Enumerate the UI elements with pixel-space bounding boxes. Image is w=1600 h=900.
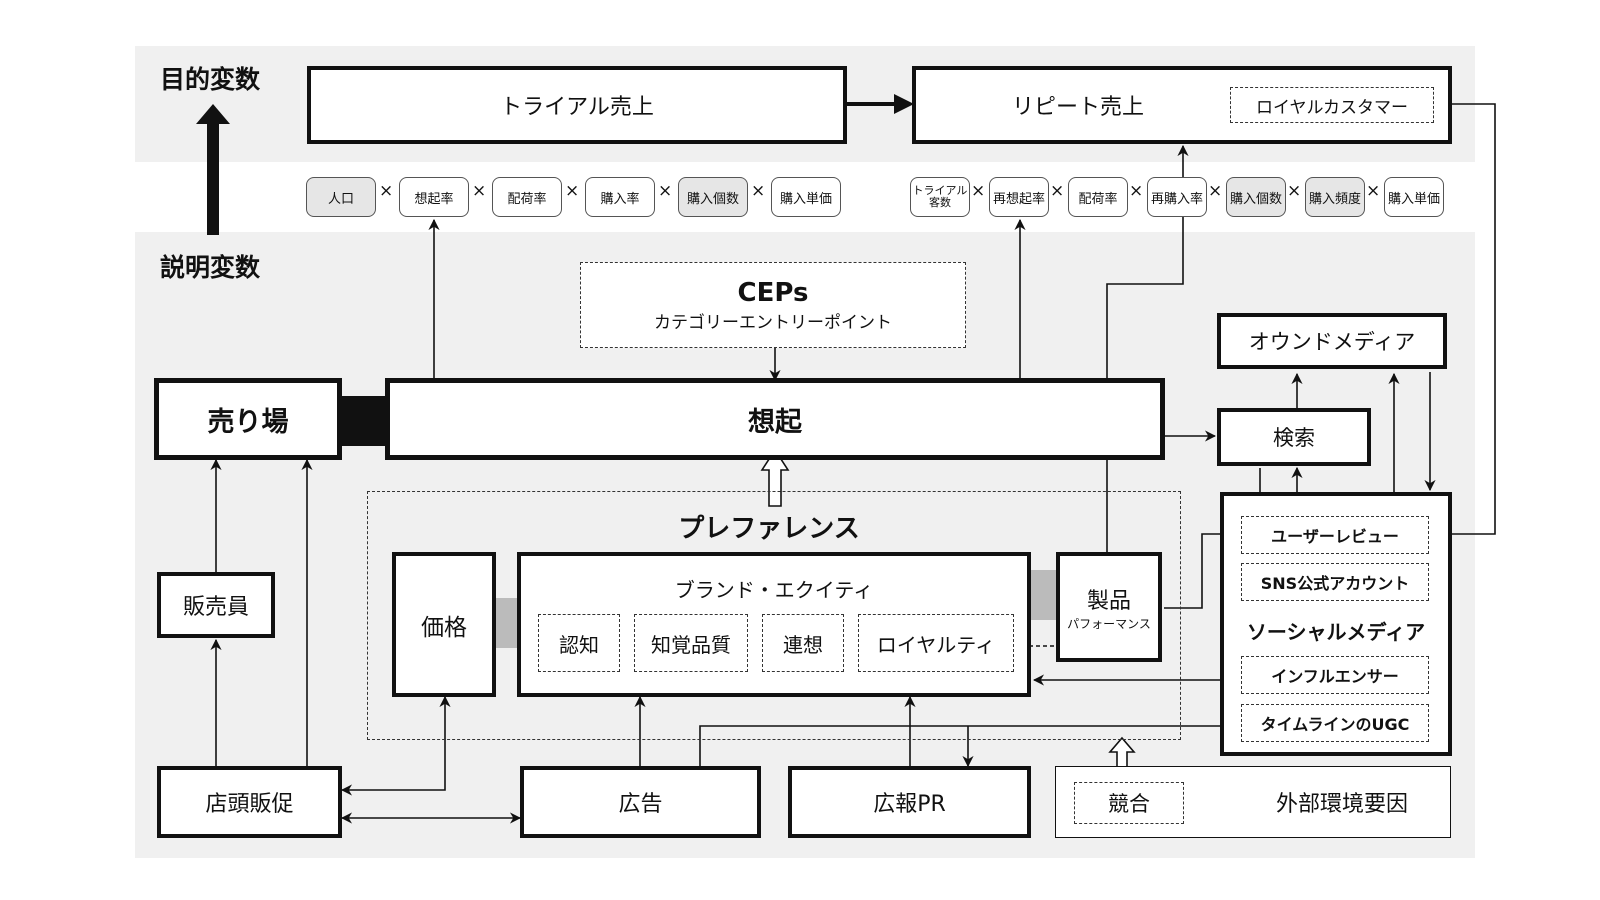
- store-box: 売り場: [154, 378, 342, 460]
- equity-loyalty-label: ロイヤルティ: [876, 632, 996, 657]
- factor-trial-customers: トライアル 客数: [910, 177, 970, 217]
- factor-repeat-distribution-rate-label: 配荷率: [1078, 191, 1118, 207]
- factor-purchase-quantity: 購入個数: [678, 177, 748, 217]
- ceps-subtitle: カテゴリーエントリーポイント: [654, 312, 892, 333]
- factor-purchase-rate: 購入率: [585, 177, 655, 217]
- equity-loyalty-box: ロイヤルティ: [858, 614, 1014, 672]
- equity-association-label: 連想: [783, 632, 823, 657]
- factor-repeat-unit-price: 購入単価: [1384, 177, 1444, 217]
- factor-purchase-quantity-label: 購入個数: [686, 191, 739, 207]
- repeat-sales-box: リピート売上: [912, 66, 1452, 144]
- loyal-customer-label: ロイヤルカスタマー: [1256, 97, 1408, 118]
- store-promo-box: 店頭販促: [157, 766, 342, 838]
- multiply-sign: ×: [1287, 181, 1302, 201]
- preference-box: プレファレンス: [367, 491, 1181, 740]
- objective-label: 目的変数: [160, 65, 261, 94]
- factor-repurchase-rate: 再購入率: [1147, 177, 1207, 217]
- multiply-sign: ×: [472, 181, 487, 201]
- store-label: 売り場: [207, 406, 289, 438]
- factor-recall-rate-label: 想起率: [414, 191, 454, 207]
- product-subtitle: パフォーマンス: [1067, 616, 1151, 631]
- competition-box: 競合: [1074, 782, 1184, 824]
- repeat-sales-label: リピート売上: [1012, 95, 1145, 120]
- multiply-sign: ×: [658, 181, 673, 201]
- product-box: 製品 パフォーマンス: [1056, 552, 1162, 662]
- equity-quality-box: 知覚品質: [634, 614, 748, 672]
- trial-sales-label: トライアル売上: [500, 95, 654, 120]
- advertising-box: 広告: [520, 766, 761, 838]
- owned-media-box: オウンドメディア: [1217, 313, 1447, 369]
- store-promo-label: 店頭販促: [205, 792, 294, 817]
- influencer-box: インフルエンサー: [1241, 656, 1429, 694]
- multiply-sign: ×: [1366, 181, 1381, 201]
- factor-repeat-distribution-rate: 配荷率: [1068, 177, 1128, 217]
- factor-distribution-rate-label: 配荷率: [507, 191, 547, 207]
- store-recall-connector: [342, 396, 386, 446]
- user-review-label: ユーザーレビュー: [1271, 527, 1399, 546]
- factor-recall-rate: 想起率: [399, 177, 469, 217]
- factor-purchase-frequency-label: 購入頻度: [1308, 191, 1361, 207]
- multiply-sign: ×: [1208, 181, 1223, 201]
- equity-awareness-box: 認知: [538, 614, 620, 672]
- timeline-ugc-label: タイムラインのUGC: [1260, 715, 1410, 734]
- factor-repeat-quantity: 購入個数: [1226, 177, 1286, 217]
- multiply-sign: ×: [565, 181, 580, 201]
- multiply-sign: ×: [971, 181, 986, 201]
- factor-repeat-unit-price-label: 購入単価: [1387, 191, 1440, 207]
- competition-label: 競合: [1108, 792, 1150, 816]
- multiply-sign: ×: [1129, 181, 1144, 201]
- factor-population: 人口: [306, 177, 376, 217]
- multiply-sign: ×: [1050, 181, 1065, 201]
- factor-repeat-quantity-label: 購入個数: [1229, 191, 1282, 207]
- owned-media-label: オウンドメディア: [1248, 330, 1416, 354]
- search-box: 検索: [1217, 408, 1371, 466]
- equity-quality-label: 知覚品質: [651, 632, 731, 657]
- price-label: 価格: [421, 614, 467, 641]
- influencer-label: インフルエンサー: [1271, 667, 1399, 686]
- recall-box: 想起: [385, 378, 1165, 460]
- advertising-label: 広告: [618, 792, 663, 817]
- salesperson-label: 販売員: [182, 595, 249, 620]
- explanatory-label: 説明変数: [160, 253, 261, 282]
- factor-rerecall-rate: 再想起率: [989, 177, 1049, 217]
- recall-label: 想起: [748, 406, 802, 438]
- external-factors-label: 外部環境要因: [1275, 792, 1408, 817]
- pr-label: 広報PR: [873, 792, 946, 817]
- factor-purchase-rate-label: 購入率: [600, 191, 640, 207]
- factor-unit-price-label: 購入単価: [779, 191, 832, 207]
- price-equity-connector: [495, 598, 518, 648]
- trial-sales-box: トライアル売上: [307, 66, 847, 144]
- pr-box: 広報PR: [788, 766, 1031, 838]
- search-label: 検索: [1273, 426, 1315, 450]
- social-media-title: ソーシャルメディア: [1246, 620, 1426, 644]
- equity-product-connector: [1030, 570, 1056, 620]
- loyal-customer-box: ロイヤルカスタマー: [1230, 87, 1434, 123]
- ceps-box: CEPs カテゴリーエントリーポイント: [580, 262, 966, 348]
- ceps-title: CEPs: [737, 277, 809, 308]
- brand-equity-title: ブランド・エクイティ: [674, 578, 874, 602]
- factor-purchase-frequency: 購入頻度: [1305, 177, 1365, 217]
- equity-association-box: 連想: [762, 614, 844, 672]
- factor-distribution-rate: 配荷率: [492, 177, 562, 217]
- user-review-box: ユーザーレビュー: [1241, 516, 1429, 554]
- sns-account-box: SNS公式アカウント: [1241, 563, 1429, 601]
- factor-unit-price: 購入単価: [771, 177, 841, 217]
- price-box: 価格: [392, 552, 496, 697]
- factor-repurchase-rate-label: 再購入率: [1150, 191, 1203, 207]
- multiply-sign: ×: [751, 181, 766, 201]
- equity-awareness-label: 認知: [559, 632, 599, 657]
- multiply-sign: ×: [379, 181, 394, 201]
- timeline-ugc-box: タイムラインのUGC: [1241, 704, 1429, 742]
- factor-trial-customers-label: トライアル 客数: [912, 184, 968, 209]
- preference-title: プレファレンス: [678, 514, 860, 544]
- salesperson-box: 販売員: [157, 572, 275, 638]
- product-title: 製品: [1086, 588, 1131, 614]
- factor-rerecall-rate-label: 再想起率: [992, 191, 1045, 207]
- factor-population-label: 人口: [327, 191, 354, 207]
- sns-account-label: SNS公式アカウント: [1260, 574, 1410, 593]
